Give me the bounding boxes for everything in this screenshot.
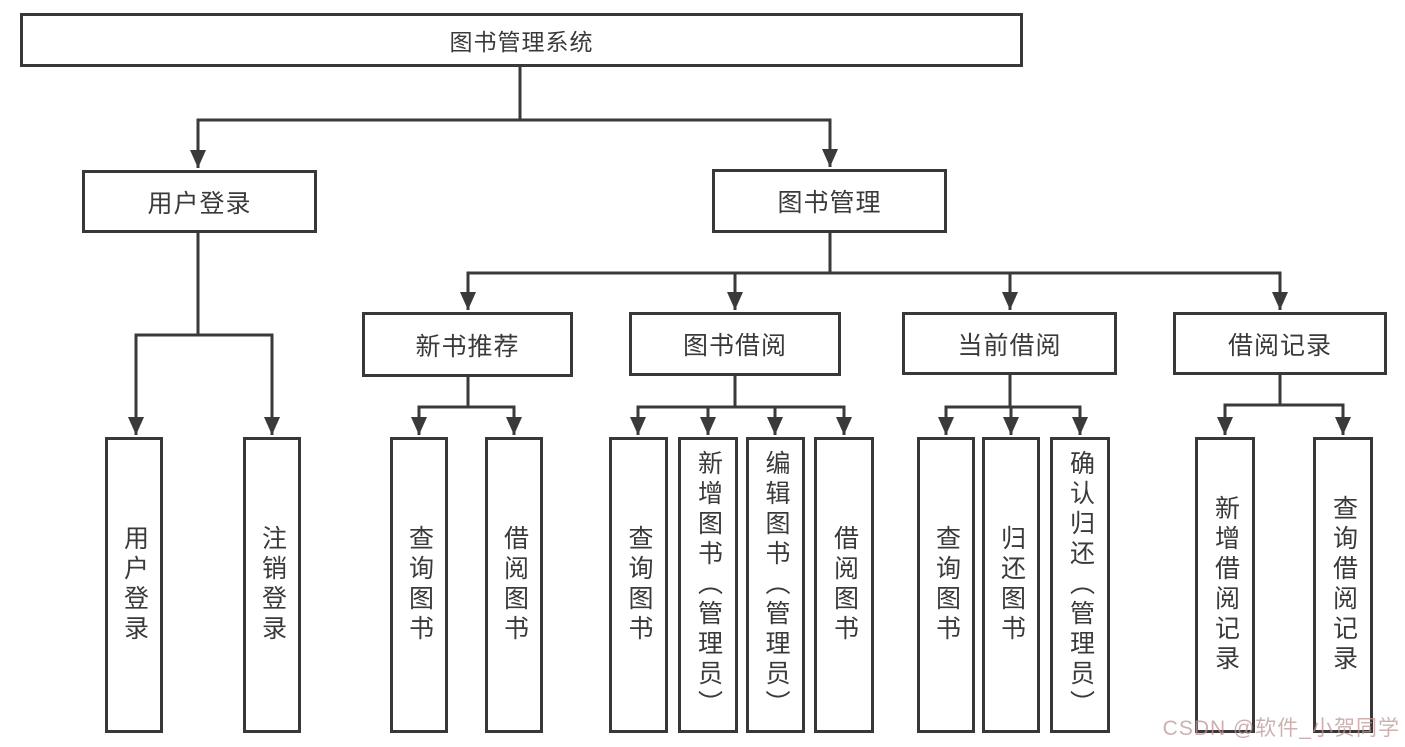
node-leaf-br-query-record: 查询借阅记录 bbox=[1313, 437, 1373, 733]
node-current-borrow-label: 当前借阅 bbox=[957, 331, 1062, 360]
node-leaf-br-add-record-label: 新增借阅记录 bbox=[1211, 495, 1240, 675]
node-leaf-bb-add-book: 新增图书（管理员） bbox=[678, 437, 738, 733]
node-leaf-nb-query-book-label: 查询图书 bbox=[405, 525, 434, 645]
node-borrow-record-label: 借阅记录 bbox=[1227, 331, 1332, 360]
node-leaf-cb-query-book-label: 查询图书 bbox=[932, 525, 961, 645]
node-leaf-bb-edit-book-label: 编辑图书（管理员） bbox=[762, 450, 790, 720]
connector-new-book-branch bbox=[417, 377, 516, 409]
node-root-system: 图书管理系统 bbox=[20, 13, 1023, 67]
node-leaf-cb-return-book-label: 归还图书 bbox=[997, 525, 1026, 645]
node-leaf-bb-query-book-label: 查询图书 bbox=[625, 525, 653, 645]
connector-current-borrow-branch bbox=[944, 375, 1082, 409]
node-leaf-nb-borrow-book: 借阅图书 bbox=[485, 437, 543, 733]
node-user-login: 用户登录 bbox=[82, 170, 317, 233]
node-leaf-nb-query-book: 查询图书 bbox=[390, 437, 448, 733]
csdn-watermark: CSDN @软件_小贺同学 bbox=[1162, 717, 1400, 740]
node-leaf-br-add-record: 新增借阅记录 bbox=[1195, 437, 1255, 733]
connector-book-management-branch bbox=[466, 233, 1282, 275]
node-leaf-bb-query-book: 查询图书 bbox=[609, 437, 668, 733]
node-leaf-bb-borrow-book-label: 借阅图书 bbox=[830, 525, 859, 645]
node-leaf-user-login: 用户登录 bbox=[105, 437, 163, 733]
node-leaf-cb-confirm-return-label: 确认归还（管理员） bbox=[1066, 450, 1095, 720]
node-leaf-cb-return-book: 归还图书 bbox=[982, 437, 1040, 733]
node-leaf-logout: 注销登录 bbox=[243, 437, 301, 733]
node-user-login-label: 用户登录 bbox=[147, 189, 252, 218]
connector-root-branch bbox=[196, 67, 832, 122]
node-new-book-recommend: 新书推荐 bbox=[362, 312, 573, 377]
node-book-borrow-label: 图书借阅 bbox=[682, 332, 787, 360]
node-leaf-bb-add-book-label: 新增图书（管理员） bbox=[694, 450, 723, 720]
connector-book-borrow-branch bbox=[636, 376, 846, 409]
node-new-book-recommend-label: 新书推荐 bbox=[415, 332, 520, 361]
connector-user-login-branch bbox=[134, 233, 274, 337]
node-leaf-logout-label: 注销登录 bbox=[258, 525, 287, 645]
node-leaf-cb-confirm-return: 确认归还（管理员） bbox=[1050, 437, 1110, 733]
node-leaf-nb-borrow-book-label: 借阅图书 bbox=[500, 525, 529, 645]
node-book-management-label: 图书管理 bbox=[777, 189, 882, 217]
node-book-management: 图书管理 bbox=[712, 169, 947, 233]
node-current-borrow: 当前借阅 bbox=[902, 312, 1117, 375]
connector-borrow-record-branch bbox=[1223, 375, 1345, 407]
node-leaf-br-query-record-label: 查询借阅记录 bbox=[1329, 495, 1358, 675]
node-book-borrow: 图书借阅 bbox=[629, 312, 841, 376]
node-leaf-user-login-label: 用户登录 bbox=[120, 525, 149, 645]
node-leaf-bb-edit-book: 编辑图书（管理员） bbox=[746, 437, 805, 733]
node-leaf-cb-query-book: 查询图书 bbox=[917, 437, 975, 733]
node-borrow-record: 借阅记录 bbox=[1173, 312, 1387, 375]
node-root-system-label: 图书管理系统 bbox=[449, 29, 594, 55]
node-leaf-bb-borrow-book: 借阅图书 bbox=[814, 437, 874, 733]
